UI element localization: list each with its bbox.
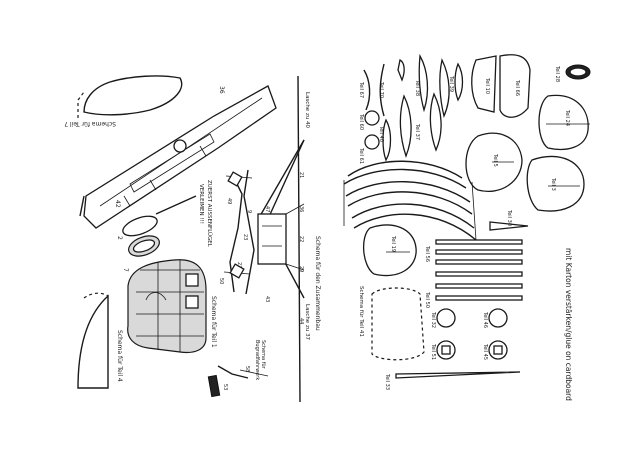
teil39-label: Teil 39	[448, 75, 454, 92]
teil24-label: Teil 24	[564, 109, 570, 126]
part-number-44: 44	[298, 318, 304, 324]
teil24-shape	[538, 94, 590, 151]
top-row-parts	[363, 53, 591, 118]
part-number-23: 23	[242, 234, 248, 240]
teil61-label: Teil 61	[358, 147, 364, 164]
schema-teil1-label: Schema für Teil 1	[210, 296, 217, 348]
assembly-schema	[257, 75, 305, 403]
teil10-label: Teil 10	[484, 77, 490, 94]
zuerst-note-line1: ZUERST AUSSENFLÜGEL	[206, 180, 213, 248]
teil45-label: Teil 45	[482, 343, 488, 360]
teil70-label: Teil 70	[378, 81, 384, 98]
schema-teil41-outline	[371, 287, 425, 361]
teil30-label: Teil 30	[506, 209, 512, 226]
fuselage-section	[127, 259, 207, 354]
zuerst-note-line2: VERLEIMEN !!!	[198, 184, 204, 224]
teil3-shape	[526, 155, 585, 212]
part-number-58: 58	[244, 366, 250, 372]
part-number-53: 53	[222, 384, 228, 390]
schema-teil41-label: Schema für Teil 41	[358, 286, 364, 337]
main-wing	[79, 85, 277, 229]
landing-gear-struts	[223, 169, 255, 295]
part-number-2: 2	[116, 236, 123, 240]
schema-teil7-outline	[77, 75, 183, 118]
part-number-7: 7	[122, 268, 129, 272]
teil30-shape	[489, 221, 529, 231]
bugrad-schema-label-1: Schema für	[260, 340, 266, 370]
teil5-label: Teil 5	[492, 153, 498, 167]
part-number-9: 9	[246, 210, 252, 213]
part-number-36b: 36	[298, 206, 304, 212]
teil50-label: Teil 50	[424, 291, 430, 308]
arched-ribs	[343, 160, 477, 241]
part-number-36a: 36	[218, 86, 225, 94]
bugrad-schema-label-2: Bugradfahrwerk	[254, 340, 260, 380]
teil3-label: Teil 3	[550, 177, 556, 191]
part-number-47: 47	[264, 206, 270, 212]
teil37-label: Teil 37	[414, 123, 420, 140]
teil46-label: Teil 46	[482, 311, 488, 328]
schema-teil7-label: Schema für Teil 7	[64, 120, 116, 127]
small-circle-parts	[436, 308, 508, 360]
part-number-50: 50	[218, 278, 224, 284]
schema-teil4-outline	[77, 292, 109, 389]
part-number-27: 27	[236, 262, 242, 268]
cardboard-note: mit Karton verstärken/glue on cardboard	[564, 248, 573, 401]
teil51-label: Teil 51	[430, 343, 436, 360]
teil67-label: Teil 67	[358, 81, 364, 98]
teil28-label: Teil 28	[554, 65, 560, 82]
teil33-label: Teil 33	[384, 373, 390, 390]
long-strips	[435, 239, 523, 301]
zuerst-note-arrow	[155, 195, 197, 215]
teil19-label: Teil 19	[390, 235, 396, 252]
part-number-29: 29	[298, 266, 304, 272]
lasche40-label: Lasche zu 40	[304, 92, 310, 129]
teil66-label: Teil 66	[514, 79, 520, 96]
teil32-label: Teil 32	[430, 311, 436, 328]
small-fairing-parts	[122, 215, 160, 257]
teil33-shape	[395, 371, 521, 379]
bugrad-schema	[207, 365, 269, 398]
teil38-label: Teil 38	[414, 79, 420, 96]
schema-zusammenbau-label: Schema für den Zusammenbau	[314, 236, 321, 331]
part-number-49: 49	[226, 198, 232, 204]
part-number-43: 43	[264, 296, 270, 302]
teil40-label: Teil 40	[378, 125, 384, 142]
part-number-21: 21	[298, 172, 304, 178]
teil19-shape	[363, 224, 417, 277]
schema-teil4-label: Schema für Teil 4	[116, 330, 123, 382]
teil5-shape	[465, 132, 523, 192]
lasche37-label: Lasche zu 37	[304, 304, 310, 341]
part-number-42: 42	[114, 200, 121, 208]
teil56-label: Teil 56	[424, 245, 430, 262]
part-number-22: 22	[298, 236, 304, 242]
teil60-label: Teil 60	[358, 113, 364, 130]
second-row-parts	[364, 92, 442, 162]
